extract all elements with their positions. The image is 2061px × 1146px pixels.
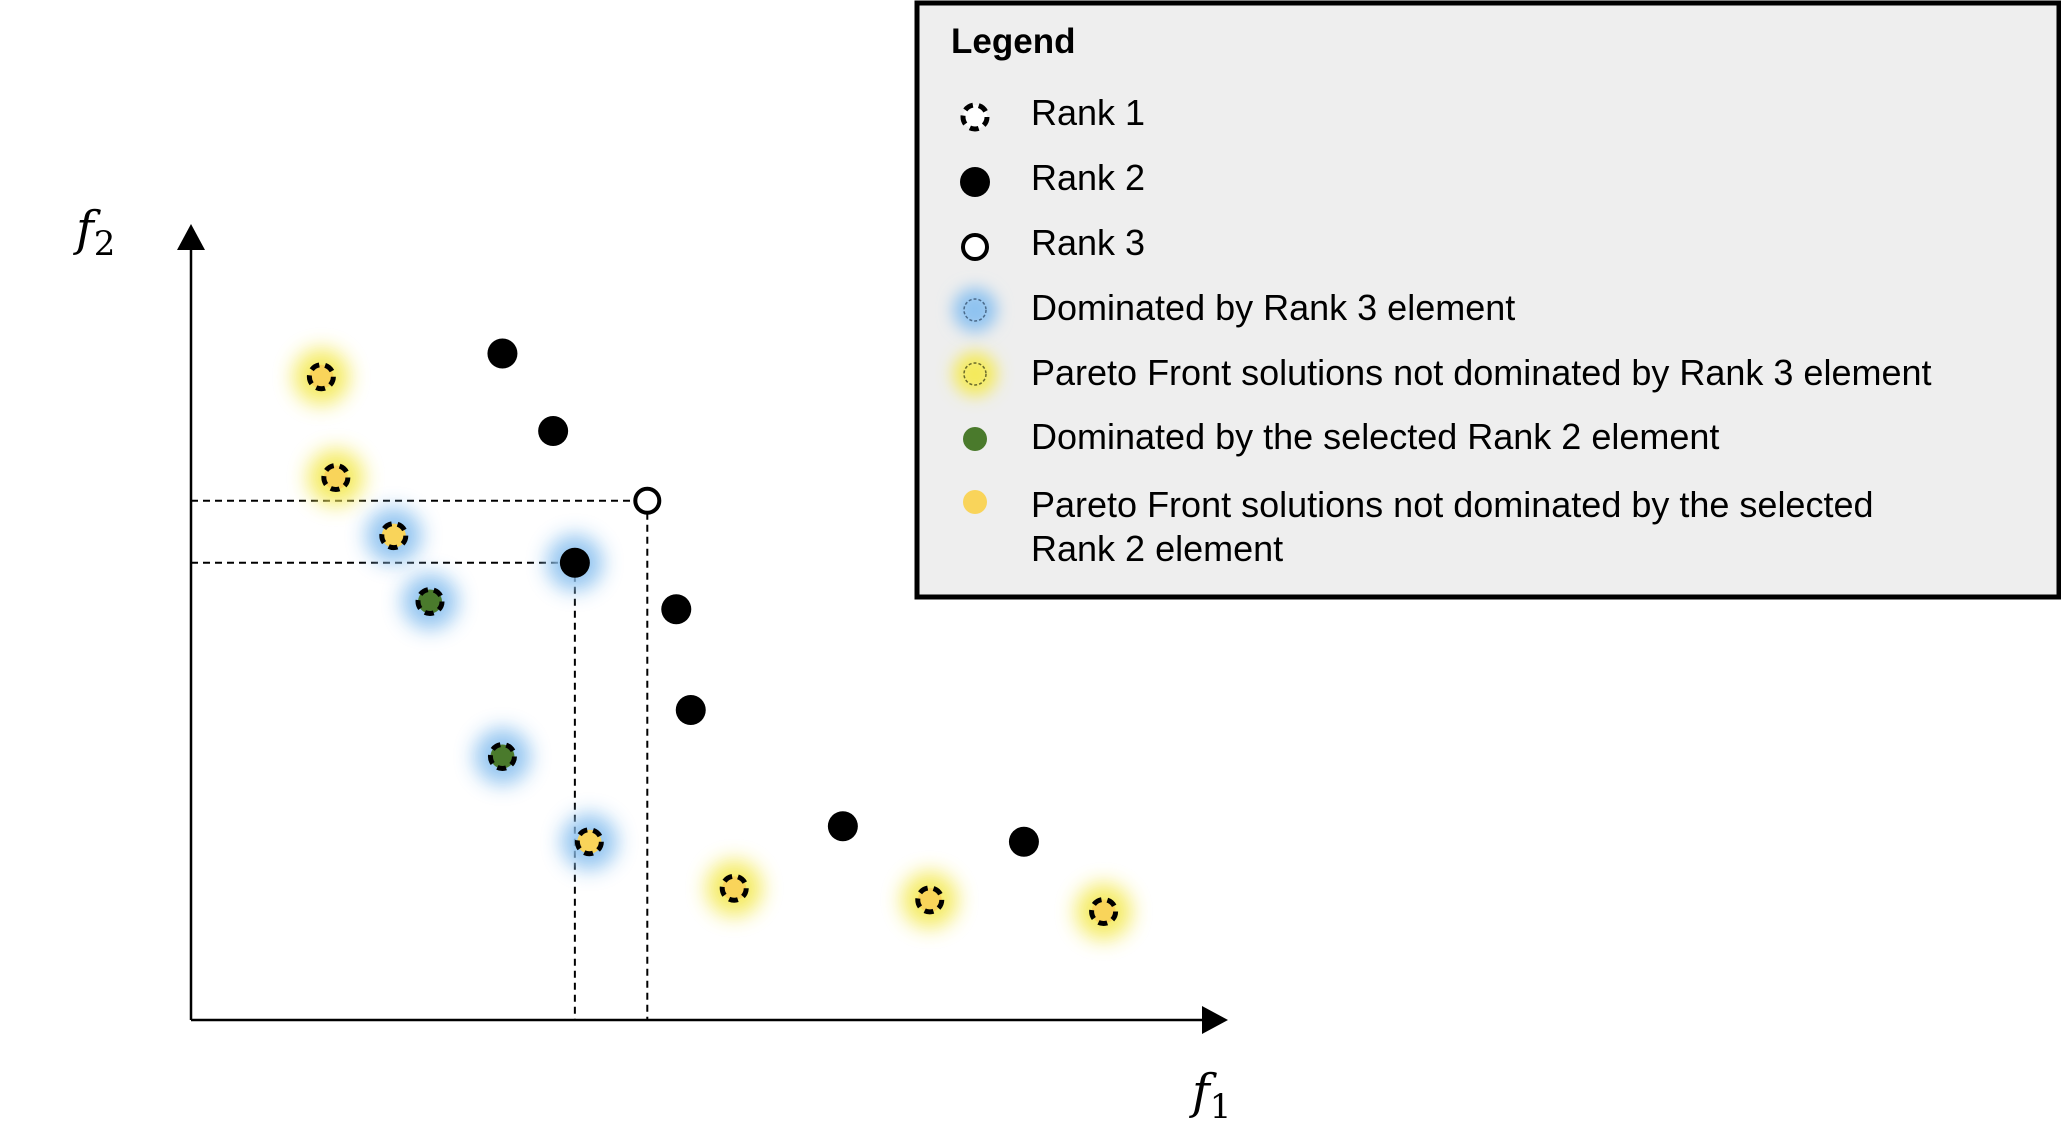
point-r2-e bbox=[827, 811, 858, 842]
point-r2-d bbox=[675, 695, 706, 725]
yellow-glow-halo bbox=[953, 352, 997, 396]
point-r2-a bbox=[487, 338, 518, 369]
blue-glow-circle-icon bbox=[963, 298, 987, 322]
green-dot-icon bbox=[963, 427, 987, 451]
point-r1-a bbox=[306, 362, 336, 392]
projection-guides bbox=[191, 499, 649, 1020]
legend-item-yellow-dot: Pareto Front solutions not dominated by … bbox=[963, 484, 1874, 569]
legend-item-blue-glow: Dominated by Rank 3 element bbox=[953, 287, 1515, 332]
x-axis-label-subscript: 1 bbox=[1210, 1087, 1232, 1127]
legend-label-rank2: Rank 2 bbox=[1031, 157, 1145, 198]
point-r2-c bbox=[661, 594, 692, 625]
legend-item-yellow-glow: Pareto Front solutions not dominated by … bbox=[953, 352, 1932, 396]
legend-label-yellow-glow: Pareto Front solutions not dominated by … bbox=[1031, 352, 1932, 393]
legend-box: Legend Rank 1 Rank 2 Rank 3 Dominated by… bbox=[914, 0, 2061, 600]
legend-item-rank1: Rank 1 bbox=[960, 92, 1145, 133]
point-r1-b bbox=[321, 463, 351, 492]
legend-label-blue-glow: Dominated by Rank 3 element bbox=[1031, 287, 1515, 328]
point-r2-f bbox=[1008, 826, 1039, 857]
point-r1-i bbox=[1089, 897, 1119, 926]
rank2-filled-circle-icon bbox=[960, 167, 990, 197]
point-r1-c bbox=[379, 521, 409, 551]
legend-item-rank2: Rank 2 bbox=[960, 157, 1145, 198]
legend-label-rank3: Rank 3 bbox=[1031, 222, 1145, 263]
legend-title: Legend bbox=[951, 22, 1075, 61]
rank1-dashed-circle-icon bbox=[960, 102, 990, 132]
point-r2-b bbox=[538, 416, 569, 446]
legend-label-green-dot: Dominated by the selected Rank 2 element bbox=[1031, 416, 1719, 457]
point-r3-a bbox=[633, 486, 662, 515]
point-r1-g bbox=[719, 873, 749, 903]
point-r1-e bbox=[487, 742, 517, 771]
legend-item-rank3: Rank 3 bbox=[961, 222, 1145, 263]
y-axis-label: f2 bbox=[73, 201, 115, 264]
blue-glow-halo bbox=[953, 288, 997, 332]
x-axis-arrowhead bbox=[1202, 1006, 1228, 1034]
yellow-glow-circle-icon bbox=[963, 362, 987, 386]
axes: f2 f1 bbox=[73, 201, 1231, 1127]
legend-background bbox=[914, 0, 2061, 600]
point-r1-d bbox=[415, 587, 445, 616]
legend-label-yellow-dot-line1: Pareto Front solutions not dominated by … bbox=[1031, 484, 1874, 525]
y-axis-label-subscript: 2 bbox=[94, 224, 116, 264]
rank3-hollow-circle-icon bbox=[961, 233, 989, 261]
y-axis-arrowhead bbox=[177, 224, 205, 250]
point-r1-f bbox=[574, 827, 604, 857]
point-r1-h bbox=[915, 885, 945, 915]
point-r2-selected bbox=[559, 547, 590, 578]
legend-label-rank1: Rank 1 bbox=[1031, 92, 1145, 133]
legend-label-yellow-dot-line2: Rank 2 element bbox=[1031, 528, 1283, 569]
yellow-dot-icon bbox=[963, 490, 987, 514]
legend-item-green-dot: Dominated by the selected Rank 2 element bbox=[963, 416, 1719, 457]
point-layer bbox=[306, 338, 1119, 926]
x-axis-label: f1 bbox=[1189, 1064, 1231, 1127]
